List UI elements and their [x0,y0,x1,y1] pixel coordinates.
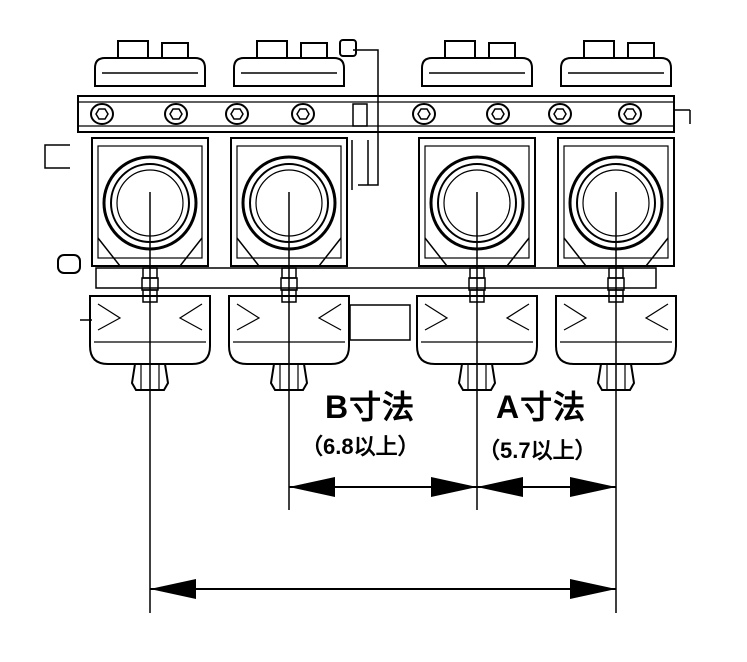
dimension-a-value: （5.7以上） [478,438,597,463]
dimension-b-label: B寸法 [325,389,416,425]
dimension-b-value: （6.8以上） [301,434,420,459]
dimension-a-label: A寸法 [496,389,587,425]
